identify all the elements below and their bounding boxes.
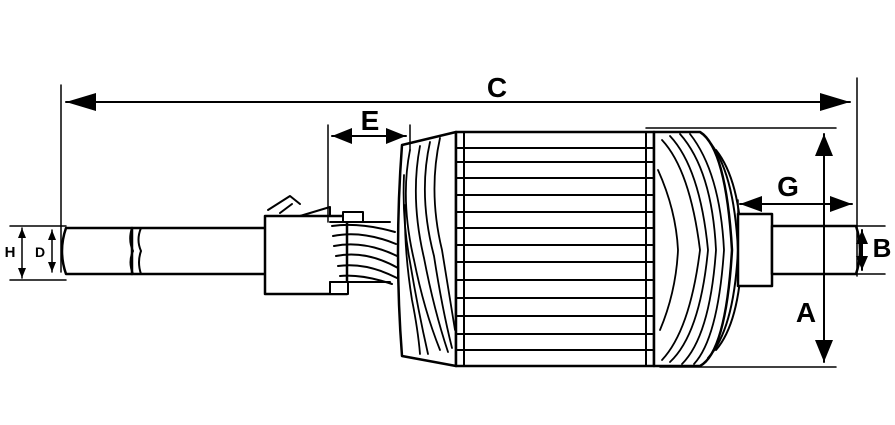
dimension-d: D (35, 229, 56, 273)
winding-right-cap (652, 130, 743, 368)
dimension-e: E (331, 105, 407, 144)
dimension-g: G (739, 171, 853, 212)
label-d: D (35, 244, 45, 260)
armature-core (454, 130, 656, 368)
dimension-a: A (796, 133, 833, 363)
right-shaft (736, 212, 862, 288)
label-a: A (796, 297, 816, 328)
label-h: H (5, 244, 16, 261)
dimension-c: C (65, 72, 851, 111)
left-shaft (60, 226, 270, 276)
label-g: G (777, 171, 799, 202)
label-b: B (873, 233, 892, 263)
dimension-h: H (5, 227, 26, 279)
label-c: C (487, 72, 507, 103)
winding-left-cap (396, 130, 458, 368)
dimension-b: B (856, 229, 892, 271)
pinion-gear (263, 195, 399, 296)
extension-lines (9, 77, 886, 368)
label-e: E (361, 105, 380, 136)
